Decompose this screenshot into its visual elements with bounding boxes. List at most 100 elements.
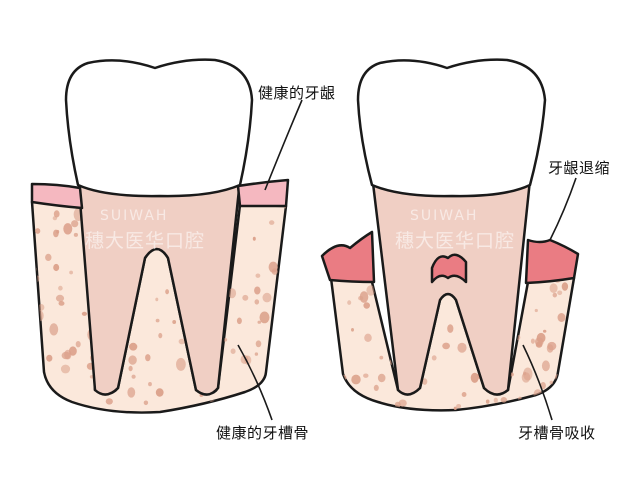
resorbed-bone-spot [534, 308, 538, 313]
healthy-bone-spot [278, 331, 283, 336]
label-healthy-bone: 健康的牙槽骨 [216, 424, 310, 442]
healthy-bone-spot [45, 253, 52, 261]
healthy-bone-spot [35, 228, 41, 234]
healthy-bone-spot [60, 364, 71, 374]
healthy-tooth-group [30, 58, 303, 421]
label-healthy-gum: 健康的牙龈 [258, 84, 336, 102]
label-bone-resorption: 牙槽骨吸收 [518, 424, 596, 442]
receded-tooth-group [320, 58, 580, 421]
healthy-bone-spot [155, 388, 164, 397]
healthy-bone-spot [279, 293, 286, 305]
healthy-bone-spot [52, 216, 58, 221]
resorbed-bone-spot [470, 372, 479, 383]
resorbed-bone-spot [535, 341, 543, 348]
healthy-bone-spot [165, 289, 170, 295]
healthy-bone-spot [127, 387, 136, 398]
resorbed-bone-spot [523, 371, 527, 376]
watermark-latin-right: SUIWAH [410, 208, 479, 224]
healthy-bone-spot [75, 341, 81, 348]
resorbed-bone-spot [557, 290, 563, 296]
healthy-bone-spot [143, 400, 149, 406]
healthy-bone-spot [257, 320, 262, 324]
healthy-bone-spot [73, 232, 78, 237]
healthy-bone-spot [255, 340, 262, 348]
healthy-bone-spot [228, 288, 237, 299]
receded-tooth-root [370, 173, 532, 396]
resorbed-bone-spot [543, 329, 547, 333]
healthy-bone-spot [105, 398, 113, 405]
resorbed-bone-spot [363, 373, 369, 378]
healthy-gum-left [30, 182, 84, 210]
healthy-bone-spot [53, 210, 60, 218]
watermark-latin-left: SUIWAH [100, 208, 169, 224]
healthy-bone-spot [145, 354, 151, 362]
healthy-bone-spot [53, 263, 60, 272]
healthy-bone-spot [129, 342, 138, 351]
healthy-bone-spot [230, 348, 236, 355]
resorbed-bone-spot [363, 302, 371, 309]
resorbed-bone-spot [431, 355, 437, 361]
resorbed-bone-spot [364, 333, 372, 342]
resorbed-bone-spot [351, 328, 354, 332]
resorbed-bone-spot [552, 292, 557, 298]
resorbed-bone-spot [447, 324, 454, 333]
healthy-bone-spot [273, 391, 283, 403]
bone-resorption-leader-line [522, 344, 553, 421]
healthy-bone-spot [236, 317, 242, 325]
resorbed-bone-spot [377, 373, 386, 383]
healthy-bone-spot [269, 368, 276, 374]
healthy-bone-spot [56, 229, 60, 234]
healthy-bone-spot [252, 236, 256, 241]
resorbed-bone-spot [485, 399, 490, 404]
healthy-bone-spot [58, 301, 65, 306]
resorbed-bone-spot [547, 341, 557, 351]
receded-gum-left [320, 230, 376, 284]
healthy-bone-spot [255, 273, 261, 278]
receded-gum-middle [430, 253, 468, 284]
healthy-bone-spot [49, 323, 59, 336]
resorbed-bone-spot [461, 392, 467, 397]
resorbed-bone-spot [394, 401, 401, 408]
healthy-bone-spot [63, 223, 73, 235]
resorbed-bone-spot [330, 335, 336, 342]
resorbed-bone-spot [456, 404, 462, 409]
resorbed-bone-spot [561, 282, 569, 291]
healthy-bone-spot [64, 349, 72, 360]
healthy-bone-spot [254, 299, 260, 305]
healthy-bone-spot [155, 318, 160, 323]
healthy-tooth-root [76, 173, 242, 396]
healthy-bone-spot [178, 338, 185, 345]
healthy-bone-spot [259, 311, 270, 324]
healthy-bone-spot [131, 374, 136, 379]
healthy-bone-spot [242, 294, 249, 301]
resorbed-bone-spot [557, 313, 566, 322]
healthy-bone-spot [230, 408, 235, 413]
resorbed-bone-spot [351, 374, 361, 385]
resorbed-bone-spot [359, 291, 369, 303]
healthy-bone-spot [272, 365, 283, 375]
healthy-bone-spot [176, 357, 186, 371]
healthy-bone-spot [155, 297, 159, 302]
resorbed-bone-spot [457, 342, 467, 353]
healthy-bone-spot [269, 220, 275, 225]
receded-gum-right [524, 238, 580, 285]
resorbed-bone-spot [379, 355, 384, 360]
healthy-bone-spot [128, 365, 133, 372]
gum-recession-leader-line [549, 177, 577, 241]
healthy-bone-spot [268, 261, 278, 273]
healthy-bone-spot [69, 270, 73, 275]
healthy-bone-spot [172, 320, 177, 324]
healthy-bone-spot [32, 275, 40, 283]
resorbed-bone-spot [493, 397, 498, 403]
healthy-bone-spot [46, 354, 53, 362]
healthy-bone-spot [254, 352, 259, 356]
resorbed-bone-spot [453, 406, 457, 410]
healthy-bone-spot [148, 382, 152, 387]
healthy-bone-spot [81, 311, 87, 316]
healthy-bone-spot [158, 332, 163, 339]
resorbed-bone-spot [515, 401, 524, 410]
healthy-tooth-crown [64, 58, 254, 198]
resorbed-bone-spot [567, 325, 574, 337]
